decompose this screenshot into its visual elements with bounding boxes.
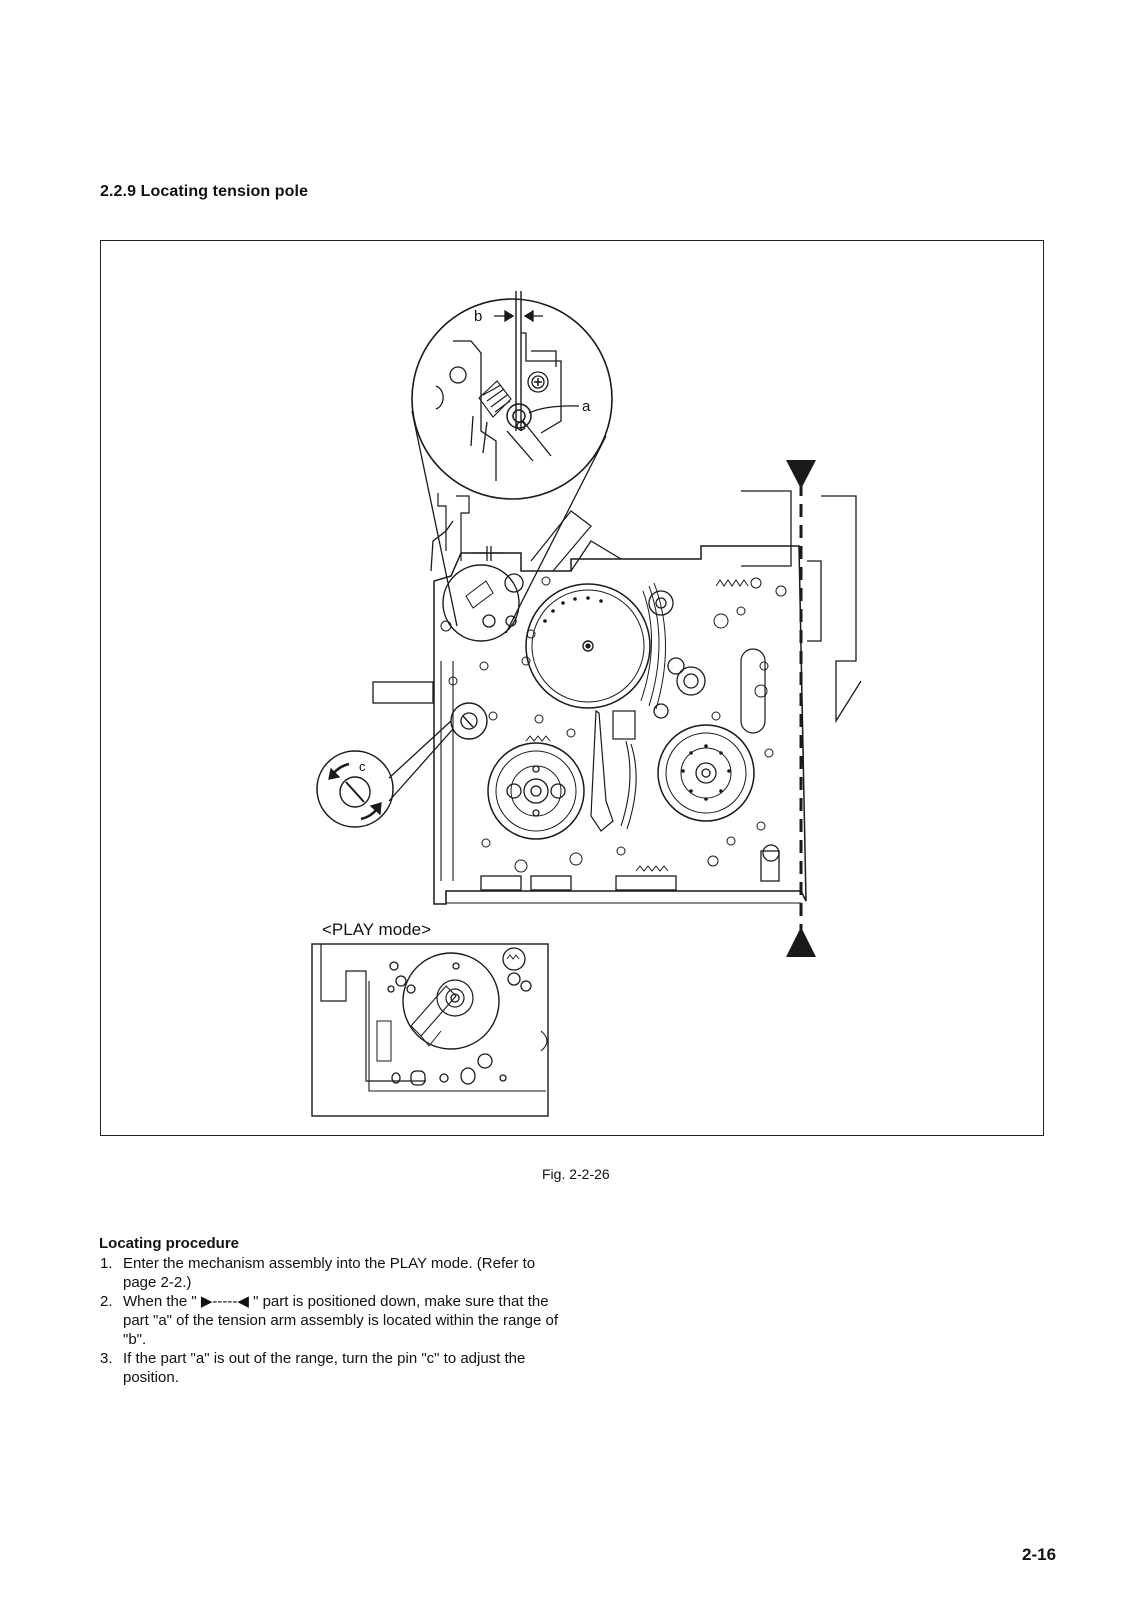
label-b: b [474,308,482,325]
procedure-step: 3. If the part "a" is out of the range, … [99,1349,559,1387]
mechanism-drawing: b a [311,291,862,1117]
pin-c-callout [316,720,454,828]
procedure-title: Locating procedure [99,1235,240,1252]
step-number: 3. [100,1350,113,1367]
figure-frame: b a [100,240,1044,1136]
step-text: When the " ▶-----◀ " part is positioned … [123,1293,559,1348]
section-title: 2.2.9 Locating tension pole [100,183,309,200]
locating-procedure: Locating procedure 1. Enter the mechanis… [99,1234,559,1387]
procedure-step: 1. Enter the mechanism assembly into the… [99,1254,559,1292]
label-c: c [359,759,366,774]
page-number: 2-16 [1022,1545,1057,1564]
mechanism-assembly [372,490,862,905]
step-text: If the part "a" is out of the range, tur… [123,1350,526,1386]
tension-pole-detail-magnifier [411,291,613,634]
procedure-step: 2. When the " ▶-----◀ " part is position… [99,1292,559,1349]
play-mode-inset [311,943,549,1117]
play-mode-label: <PLAY mode> [322,920,431,939]
label-a: a [582,398,591,415]
figure-caption: Fig. 2-2-26 [542,1166,610,1182]
procedure-steps: 1. Enter the mechanism assembly into the… [99,1254,559,1387]
position-indicator-arrows [786,460,816,957]
step-number: 2. [100,1293,113,1310]
step-number: 1. [100,1255,113,1272]
step-text: Enter the mechanism assembly into the PL… [123,1255,536,1291]
